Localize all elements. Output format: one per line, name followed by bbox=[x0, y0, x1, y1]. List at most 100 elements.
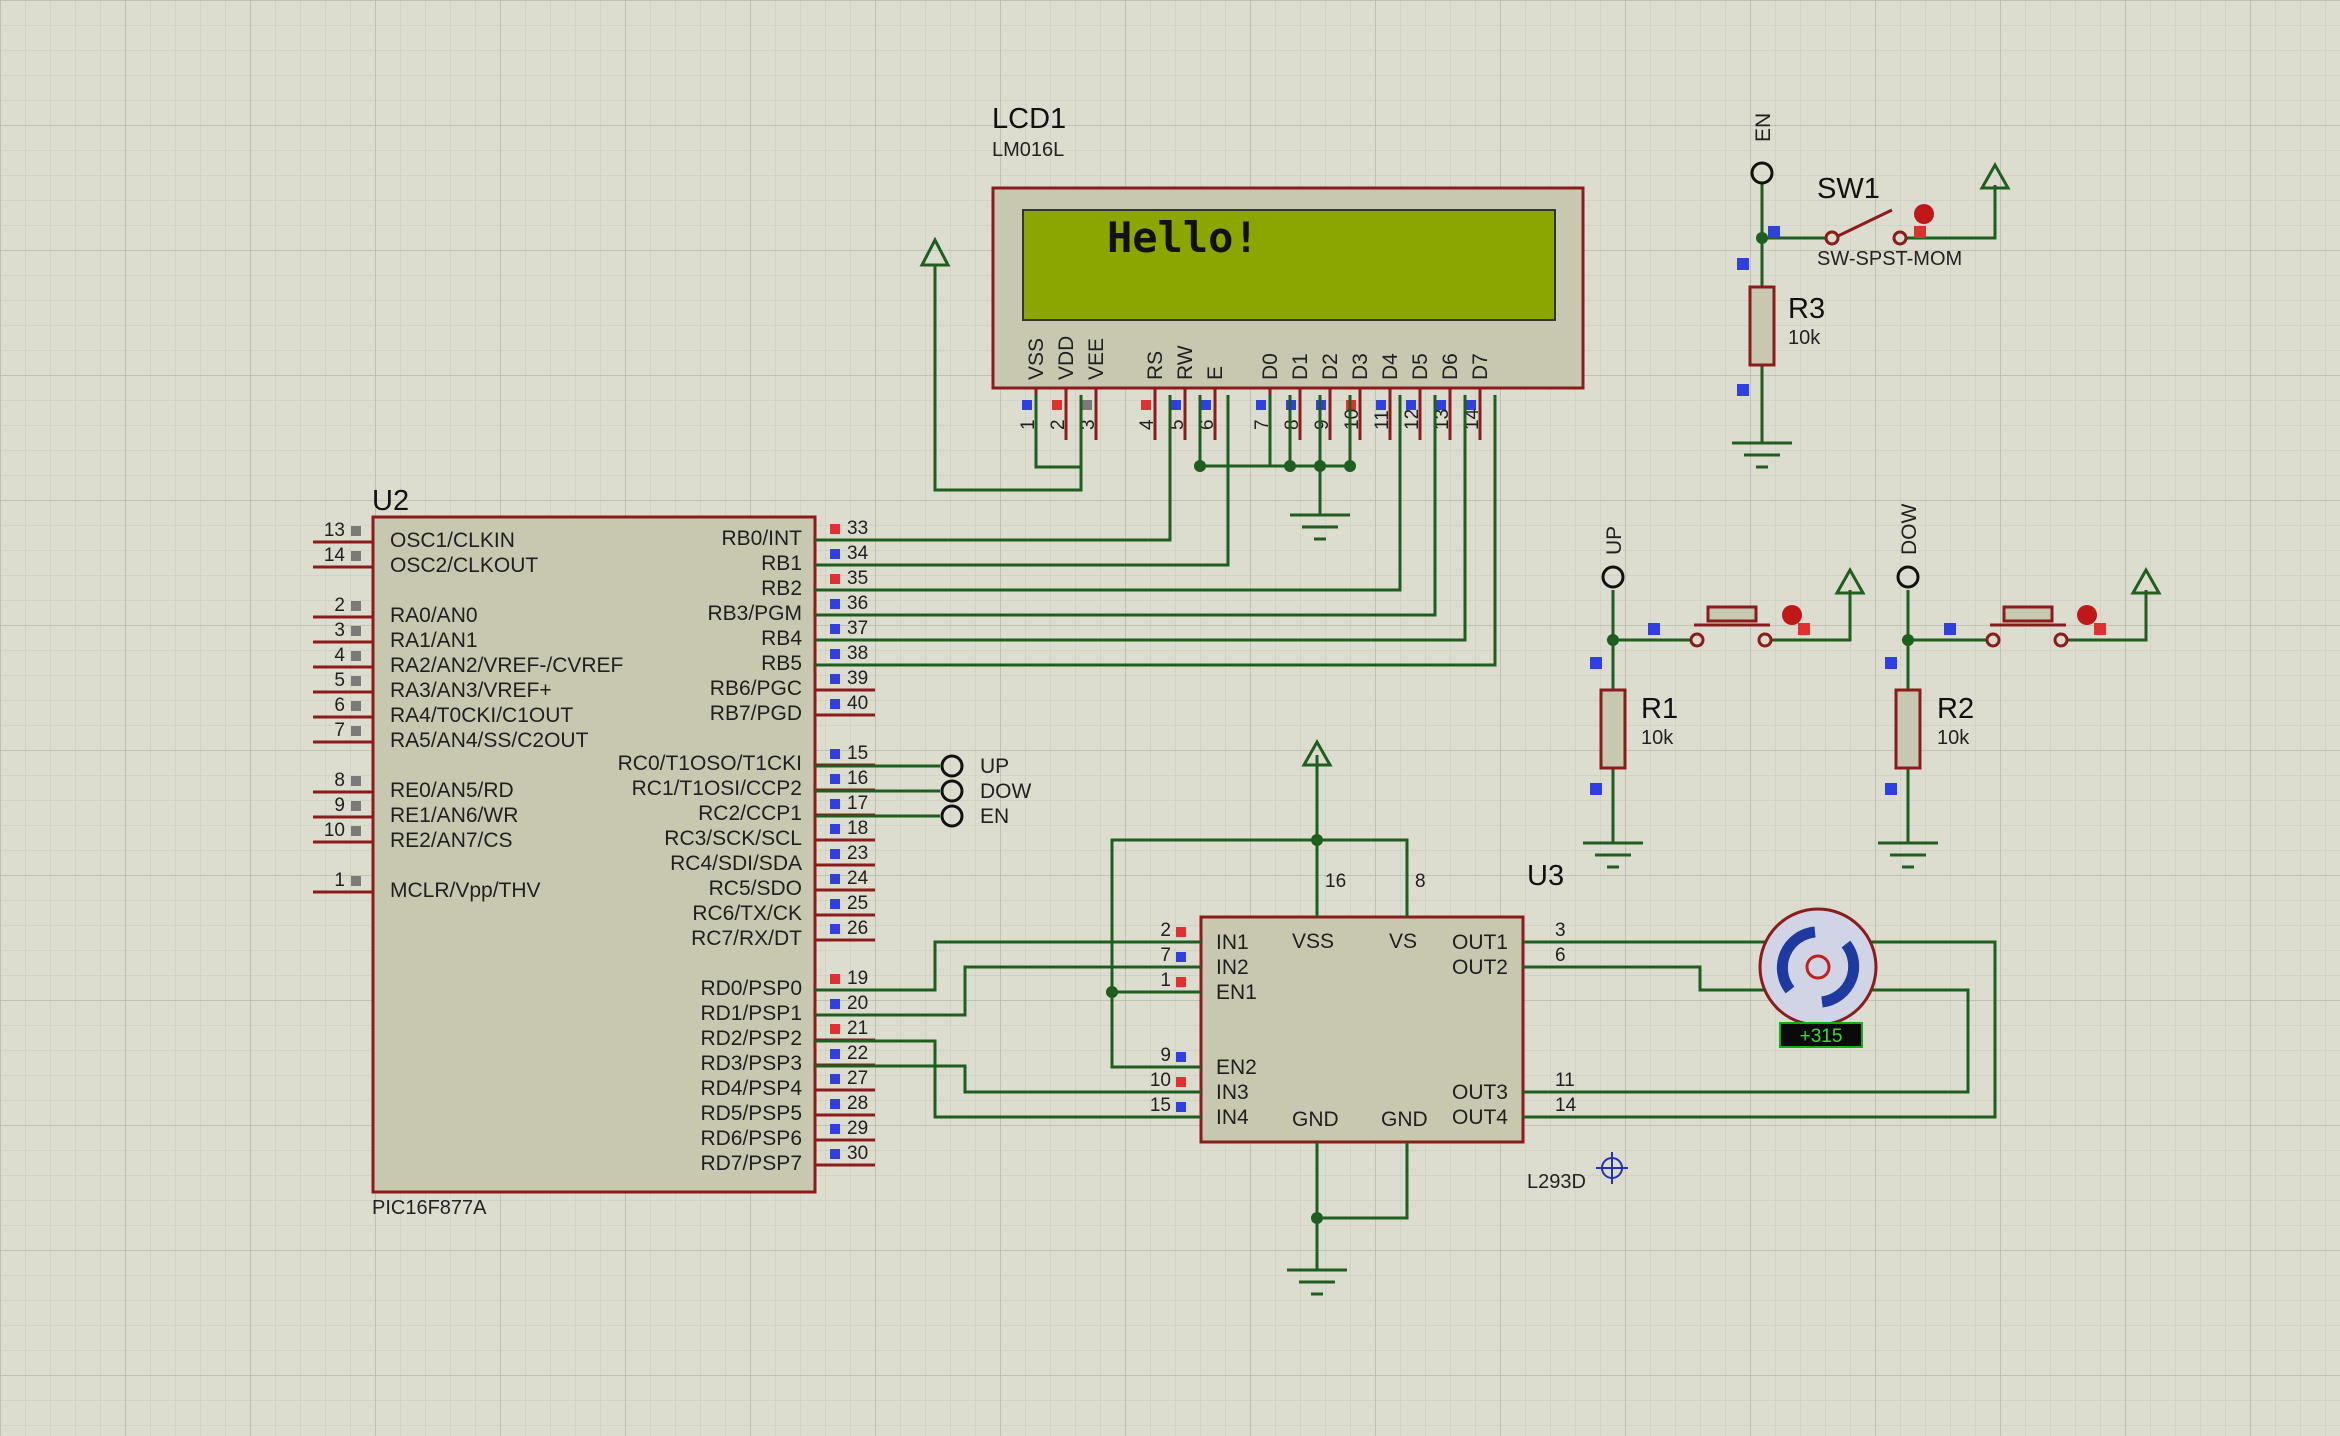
mcu-right-pin-marker bbox=[830, 1124, 840, 1134]
mcu-right-pin-num: 35 bbox=[847, 568, 868, 589]
r3-ref: R3 bbox=[1788, 293, 1825, 325]
motor-arc-right bbox=[1821, 940, 1860, 1008]
mcu-right-pin-marker bbox=[830, 574, 840, 584]
motor-arc-left bbox=[1776, 926, 1816, 994]
mcu-part: PIC16F877A bbox=[372, 1197, 487, 1219]
mcu-right-pin-num: 27 bbox=[847, 1068, 868, 1089]
driver-left-pin-marker bbox=[1176, 952, 1186, 962]
mcu-right-pin-name: RC1/T1OSI/CCP2 bbox=[632, 777, 802, 800]
mcu-left-pin-marker bbox=[351, 676, 361, 686]
r3-component[interactable]: R3 10k bbox=[1748, 285, 1825, 367]
mcu-right-pin-num: 15 bbox=[847, 743, 868, 764]
mcu-left-pin-marker bbox=[351, 526, 361, 536]
lcd-pin-name: D0 bbox=[1259, 353, 1282, 380]
lcd-pin-marker bbox=[1052, 400, 1062, 410]
terminal-dow: DOW bbox=[980, 780, 1032, 803]
mcu-right-pin-name: RD1/PSP1 bbox=[700, 1002, 802, 1025]
driver-left-pin-num: 7 bbox=[1160, 945, 1171, 966]
lcd-pin-marker bbox=[1406, 400, 1416, 410]
mcu-left-pin-marker bbox=[351, 701, 361, 711]
mcu-right-pin-num: 17 bbox=[847, 793, 868, 814]
r2-ref: R2 bbox=[1937, 693, 1974, 725]
mcu-left-pin-marker bbox=[351, 801, 361, 811]
driver-left-pin-name: IN3 bbox=[1216, 1081, 1249, 1104]
mcu-left-pin-marker bbox=[351, 826, 361, 836]
mcu-right-pin-num: 38 bbox=[847, 643, 868, 664]
lcd-pin-marker bbox=[1466, 400, 1476, 410]
lcd-pin-name: D6 bbox=[1439, 353, 1462, 380]
mcu-left-pin-num: 9 bbox=[334, 795, 345, 816]
mcu-left-pin-marker bbox=[351, 551, 361, 561]
mcu-right-pin-marker bbox=[830, 524, 840, 534]
lcd-pin-name: D7 bbox=[1469, 353, 1492, 380]
driver-top-pin-num: 8 bbox=[1415, 871, 1426, 892]
lcd-pin-name: VDD bbox=[1055, 336, 1078, 380]
r2-component[interactable]: R2 10k bbox=[1894, 688, 1974, 770]
sw1-component[interactable]: EN SW1 SW-SPST-MOM bbox=[1750, 113, 1962, 270]
mcu-right-pin-name: RC3/SCK/SCL bbox=[664, 827, 802, 850]
crosshair-cursor-icon bbox=[1596, 1152, 1628, 1184]
mcu-left-pin-marker bbox=[351, 626, 361, 636]
mcu-right-pin-marker bbox=[830, 899, 840, 909]
pin-state-markers bbox=[1590, 226, 2106, 795]
wires bbox=[815, 183, 2148, 1270]
lcd-pin-num: 12 bbox=[1402, 409, 1423, 430]
mcu-right-pin-num: 19 bbox=[847, 968, 868, 989]
mcu-left-pin-name: RA3/AN3/VREF+ bbox=[390, 679, 552, 702]
motor-readout-box bbox=[1779, 1022, 1863, 1048]
mcu-left-pin-marker bbox=[351, 726, 361, 736]
mcu-right-pin-num: 20 bbox=[847, 993, 868, 1014]
driver-left-pin-marker bbox=[1176, 1102, 1186, 1112]
mcu-right-pin-name: RB6/PGC bbox=[710, 677, 802, 700]
mcu-right-pin-name: RB2 bbox=[761, 577, 802, 600]
mcu-right-pin-num: 24 bbox=[847, 868, 869, 889]
driver-left-pin-marker bbox=[1176, 977, 1186, 987]
mcu-right-pin-marker bbox=[830, 1074, 840, 1084]
mcu-left-pin-marker bbox=[351, 776, 361, 786]
r2-value: 10k bbox=[1937, 727, 1970, 749]
mcu-left-pin-name: RE1/AN6/WR bbox=[390, 804, 518, 827]
mcu-right-pin-name: RD0/PSP0 bbox=[700, 977, 802, 1000]
r1-component[interactable]: R1 10k bbox=[1599, 688, 1678, 770]
lcd-pin-marker bbox=[1436, 400, 1446, 410]
motor-component[interactable]: +315 bbox=[1758, 907, 1878, 1048]
motor-shaft bbox=[1805, 954, 1831, 980]
mcu-right-pin-name: RC2/CCP1 bbox=[698, 802, 802, 825]
mcu-right-pin-name: RD4/PSP4 bbox=[700, 1077, 802, 1100]
sw1-ref: SW1 bbox=[1817, 173, 1880, 205]
lcd-pin-num: 7 bbox=[1252, 419, 1273, 430]
mcu-left-pin-num: 6 bbox=[334, 695, 345, 716]
lcd-ref: LCD1 bbox=[992, 103, 1066, 135]
driver-right-pin-num: 3 bbox=[1555, 920, 1566, 941]
lcd-pin-num: 1 bbox=[1018, 419, 1039, 430]
ground-symbols bbox=[1287, 441, 1938, 1296]
driver-right-pin-name: OUT3 bbox=[1452, 1081, 1508, 1104]
driver-ref: U3 bbox=[1527, 860, 1564, 892]
mcu-right-pin-marker bbox=[830, 1149, 840, 1159]
lcd-pin-marker bbox=[1256, 400, 1266, 410]
mcu-right-pin-marker bbox=[830, 1049, 840, 1059]
mcu-right-pin-num: 25 bbox=[847, 893, 868, 914]
motor-readout: +315 bbox=[1800, 1026, 1843, 1047]
driver-gnd-right: GND bbox=[1381, 1108, 1428, 1131]
mcu-right-pin-marker bbox=[830, 624, 840, 634]
mcu-right-pin-name: RD6/PSP6 bbox=[700, 1127, 802, 1150]
driver-right-pin-num: 6 bbox=[1555, 945, 1566, 966]
mcu-terminals[interactable]: UP DOW EN bbox=[940, 754, 1032, 828]
lcd-pin-marker bbox=[1022, 400, 1032, 410]
mcu-left-pin-name: RA1/AN1 bbox=[390, 629, 478, 652]
mcu-right-pin-marker bbox=[830, 924, 840, 934]
lcd-pin-num: 14 bbox=[1462, 408, 1483, 430]
mcu-left-pin-name: RE2/AN7/CS bbox=[390, 829, 513, 852]
driver-top-pin-num: 16 bbox=[1325, 871, 1346, 892]
mcu-left-pin-marker bbox=[351, 601, 361, 611]
mcu-right-pin-num: 16 bbox=[847, 768, 868, 789]
dow-button-component[interactable]: DOW bbox=[1896, 504, 2097, 648]
lcd-pin-num: 8 bbox=[1282, 419, 1303, 430]
up-button-component[interactable]: UP bbox=[1601, 526, 1802, 648]
driver-left-pin-marker bbox=[1176, 1052, 1186, 1062]
